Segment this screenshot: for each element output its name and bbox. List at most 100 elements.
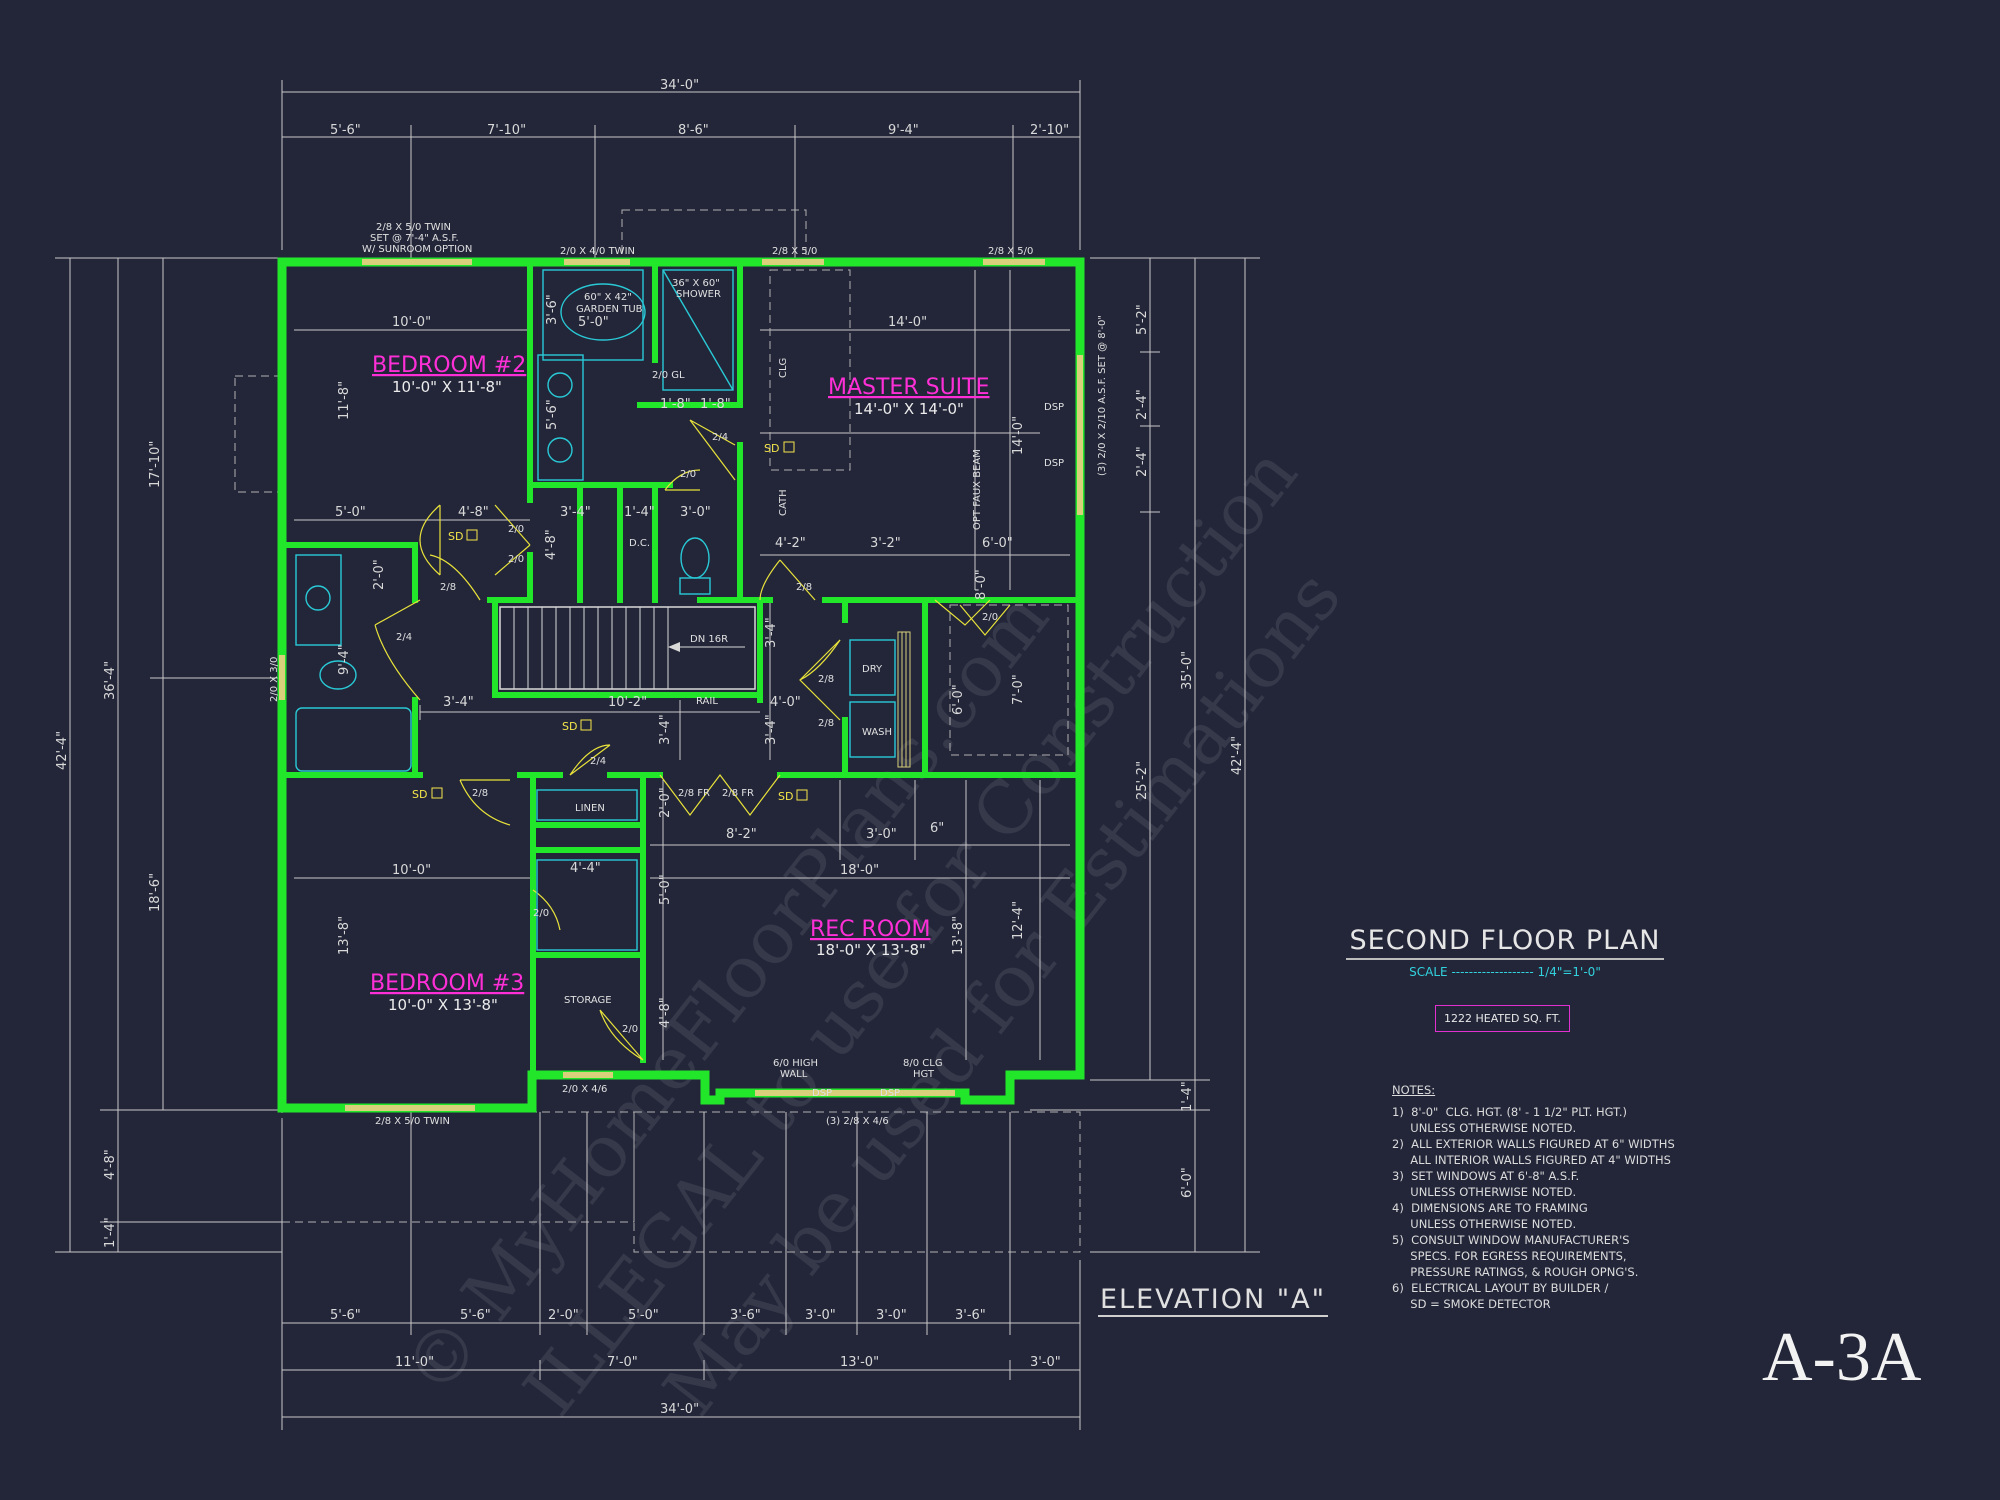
sd-label-1: SD	[448, 530, 463, 543]
door-label-3: 2/0	[508, 524, 524, 535]
note-item: 4) DIMENSIONS ARE TO FRAMING UNLESS OTHE…	[1392, 1201, 1588, 1231]
dim-right-7: 1'-4"	[1180, 1081, 1195, 1112]
win-bottom-rec: (3) 2/8 X 4/6	[826, 1116, 889, 1127]
idim-30: 6"	[930, 821, 944, 836]
idim-24: 6'-0"	[951, 684, 966, 715]
scale-label: SCALE ------------------- 1/4"=1'-0"	[1409, 965, 1601, 979]
dim-right-6: 42'-4"	[1230, 736, 1245, 775]
heated-area-box: 1222 HEATED SQ. FT.	[1435, 1005, 1570, 1032]
dim-top-3: 8'-6"	[678, 123, 709, 138]
idim-28: 8'-2"	[726, 827, 757, 842]
faux-beam-label: OPT FAUX BEAM	[972, 449, 983, 530]
dim-right-1: 5'-2"	[1135, 304, 1150, 335]
smoke-detectors: SD SD SD SD SD	[412, 441, 808, 803]
room-size-bedroom2: 10'-0" X 11'-8"	[392, 378, 502, 396]
dryer-icon	[849, 639, 896, 696]
sink-icon-2	[547, 437, 573, 463]
idim-38: 12'-4"	[1011, 901, 1026, 940]
elevation-label: ELEVATION "A"	[1098, 1284, 1329, 1317]
door-label-10: 2/0	[982, 612, 998, 623]
notes-block: NOTES: 1) 8'-0" CLG. HGT. (8' - 1 1/2" P…	[1392, 1082, 1712, 1312]
idim-19: 3'-4"	[443, 695, 474, 710]
idim-20: 10'-2"	[608, 695, 647, 710]
door-label-4: 2/0	[508, 554, 524, 565]
toilet-icon	[680, 537, 710, 579]
idim-8: 5'-0"	[578, 315, 609, 330]
note-item: 3) SET WINDOWS AT 6'-8" A.S.F. UNLESS OT…	[1392, 1169, 1580, 1199]
idim-10: 5'-6"	[545, 399, 560, 430]
dim-bottom2-3: 13'-0"	[840, 1355, 879, 1370]
sheet-number: A-3A	[1762, 1319, 1922, 1396]
win-bed2-line1: 2/8 X 5/0 TWIN	[376, 222, 451, 233]
idim-36: 4'-8"	[658, 997, 673, 1028]
sd-label-2: SD	[764, 442, 779, 455]
right-dimensions: 5'-2" 2'-4" 2'-4" 35'-0" 25'-2" 42'-4" 1…	[1030, 257, 1260, 1253]
sheet-title: SECOND FLOOR PLAN	[1345, 925, 1665, 960]
dim-right-8: 6'-0"	[1180, 1167, 1195, 1198]
idim-26: 8'-0"	[974, 569, 989, 600]
dim-top-5: 2'-10"	[1030, 123, 1069, 138]
idim-34: 4'-4"	[570, 861, 601, 876]
smoke-detector-icon-3	[580, 719, 592, 731]
door-label-6: 2/4	[396, 632, 412, 643]
win-master-label: 2/8 X 5/0	[772, 246, 817, 257]
dsp-label-1: DSP	[1044, 402, 1064, 413]
windows	[279, 259, 1083, 1111]
left-dimensions: 42'-4" 36'-4" 17'-10" 18'-6" 4'-8" 1'-4"	[55, 257, 282, 1253]
room-name-bedroom2: BEDROOM #2	[372, 353, 526, 378]
dim-bottom-4: 5'-0"	[628, 1308, 659, 1323]
door-label-7: 2/8	[796, 582, 812, 593]
win-bed2-line2: SET @ 7'-4" A.S.F.	[370, 233, 459, 244]
idim-4: 4'-8"	[458, 505, 489, 520]
dc-label: D.C.	[629, 538, 650, 549]
door-label-15: 2/0	[533, 908, 549, 919]
idim-14: 14'-0"	[1011, 416, 1026, 455]
dsp-label-4: DSP	[880, 1088, 900, 1099]
sd-label-4: SD	[412, 788, 427, 801]
idim-23: 3'-4"	[658, 714, 673, 745]
idim-7: 3'-0"	[680, 505, 711, 520]
fixtures	[295, 269, 911, 951]
idim-12: 1'-8"	[700, 397, 731, 412]
idim-22: 3'-4"	[764, 617, 779, 648]
win-bath-label: 2/0 X 4/0 TWIN	[560, 246, 635, 257]
shower-label-1: 36" X 60"	[672, 278, 720, 289]
door-label-12: 2/8	[472, 788, 488, 799]
room-labels: BEDROOM #2 10'-0" X 11'-8" MASTER SUITE …	[370, 353, 990, 1014]
idim-6: 1'-4"	[624, 505, 655, 520]
idim-25: 7'-0"	[1011, 674, 1026, 705]
dim-left-3: 17'-10"	[148, 441, 163, 488]
smoke-detector-icon-4	[431, 787, 443, 799]
cath-label: CATH	[778, 489, 789, 516]
smoke-detector-icon-2	[783, 441, 795, 453]
exterior-walls	[277, 257, 1085, 1113]
annotations: 2/8 X 5/0 TWIN SET @ 7'-4" A.S.F. W/ SUN…	[269, 222, 1108, 1127]
high-wall-2: WALL	[780, 1069, 808, 1080]
interior-dimension-lines	[294, 269, 1070, 1060]
win-bottom-bath: 2/0 X 4/6	[562, 1084, 607, 1095]
sink-icon	[547, 372, 573, 398]
right-win-label: (3) 2/0 X 2/10 A.S.F. SET @ 8'-0"	[1097, 315, 1108, 476]
dim-bottom2-1: 11'-0"	[395, 1355, 434, 1370]
tub-label-1: 60" X 42"	[584, 292, 632, 303]
room-size-bedroom3: 10'-0" X 13'-8"	[388, 996, 498, 1014]
door-label-2: 2/0	[680, 469, 696, 480]
idim-2: 11'-8"	[337, 381, 352, 420]
door-label-13: 2/8 FR	[678, 788, 710, 799]
idim-35: 5'-0"	[658, 874, 673, 905]
dim-top-1: 5'-6"	[330, 123, 361, 138]
door-label-5: 2/8	[440, 582, 456, 593]
idim-31: 10'-0"	[392, 863, 431, 878]
stairs	[499, 606, 756, 690]
door-label-8: 2/8	[818, 674, 834, 685]
clg-hgt-2: HGT	[913, 1069, 935, 1080]
idim-37: 13'-8"	[951, 916, 966, 955]
dim-left-1: 42'-4"	[55, 731, 70, 770]
toilet-icon-2	[319, 660, 357, 690]
clg-hgt-1: 8/0 CLG	[903, 1058, 943, 1069]
win-master2-label: 2/8 X 5/0	[988, 246, 1033, 257]
win-bed2-line3: W/ SUNROOM OPTION	[362, 244, 472, 255]
smoke-detector-icon	[466, 529, 478, 541]
door-label-1: 2/4	[712, 432, 728, 443]
